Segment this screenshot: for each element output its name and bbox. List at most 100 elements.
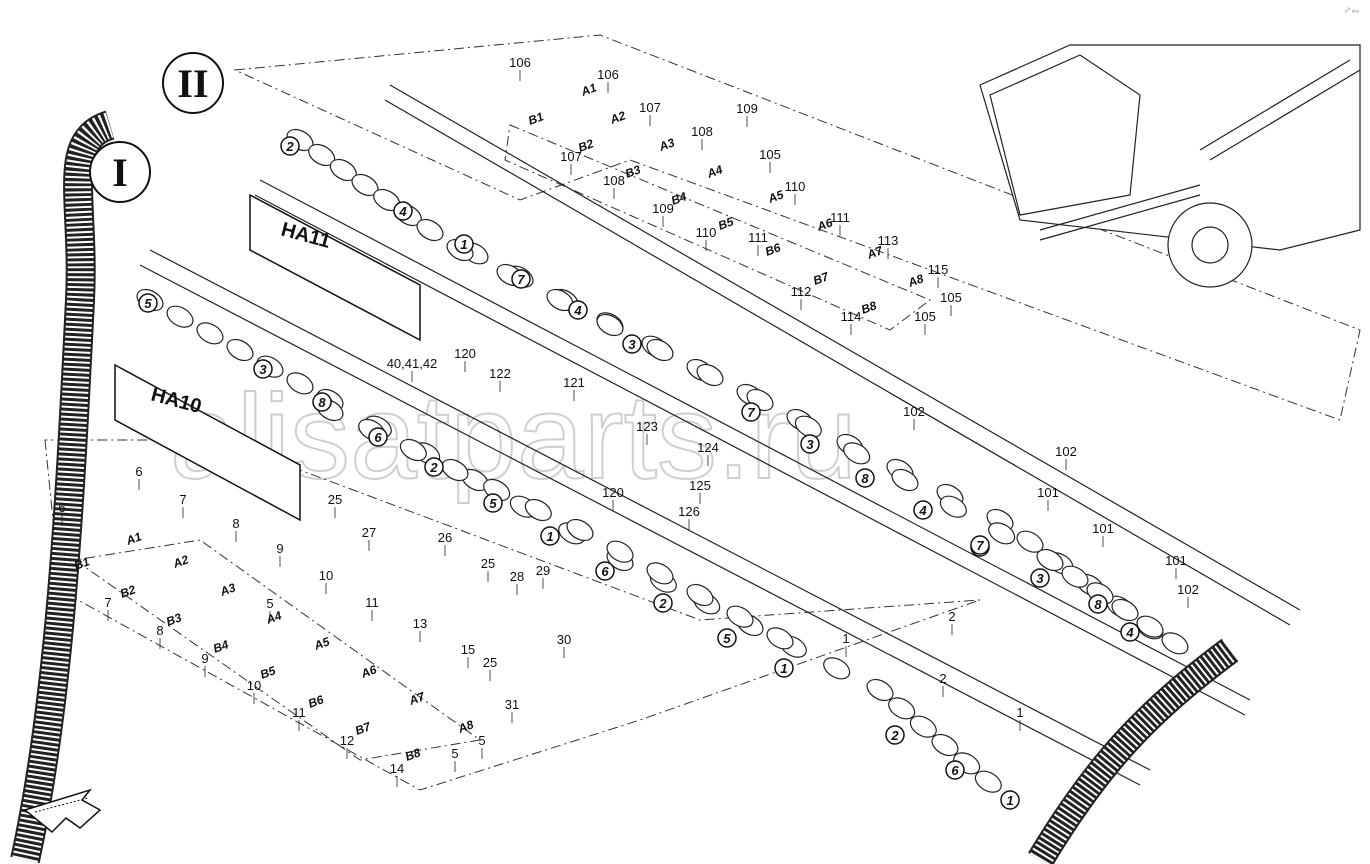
part-label: 25 xyxy=(481,556,495,571)
svg-text:3: 3 xyxy=(806,437,814,452)
svg-text:1: 1 xyxy=(546,529,553,544)
hose-fitting xyxy=(416,218,444,242)
hose-fitting xyxy=(726,605,754,628)
part-label: 115 xyxy=(928,262,949,277)
svg-text:1: 1 xyxy=(1006,793,1013,808)
part-label: 105 xyxy=(914,309,936,324)
part-label: 31 xyxy=(505,697,519,712)
part-label: 11 xyxy=(365,595,379,610)
part-label: 102 xyxy=(903,404,925,419)
part-label: 101 xyxy=(1037,485,1059,500)
part-label: 110 xyxy=(785,179,806,194)
hose-fitting xyxy=(891,468,919,492)
connector-label: A4 xyxy=(263,608,283,627)
connector-labels: A1A2A3A4A5A6A7A8B1B2B3B4B5B6B7B8A1A2A3A4… xyxy=(72,80,926,764)
part-label: 26 xyxy=(438,530,452,545)
part-label: 30 xyxy=(557,632,571,647)
circled-number: 7 xyxy=(970,535,990,555)
part-label: 124 xyxy=(697,440,719,455)
part-label: 107 xyxy=(560,149,582,164)
part-label: 14 xyxy=(390,761,404,776)
part-label: 109 xyxy=(652,201,674,216)
valve-block-ha11: HA11 xyxy=(249,193,421,342)
hose-fitting xyxy=(843,442,871,465)
part-label: 7 xyxy=(179,492,186,507)
circled-number: 2 xyxy=(280,136,300,156)
part-label: 110 xyxy=(696,225,717,240)
svg-text:4: 4 xyxy=(918,503,927,518)
svg-text:2: 2 xyxy=(658,596,667,611)
connector-label: B2 xyxy=(576,136,596,155)
part-label: 12 xyxy=(340,733,354,748)
connector-label: B4 xyxy=(669,189,689,208)
hose-fitting xyxy=(696,363,724,387)
connector-label: A3 xyxy=(217,580,237,599)
hose-fitting xyxy=(974,770,1002,793)
connector-label: A7 xyxy=(864,243,885,262)
hose-fitting xyxy=(646,562,674,585)
part-label: 112 xyxy=(791,284,812,299)
circled-number: 3 xyxy=(253,359,273,379)
connector-label: A2 xyxy=(170,552,190,571)
part-label: 121 xyxy=(563,375,585,390)
svg-text:5: 5 xyxy=(144,296,152,311)
circled-number: 6 xyxy=(368,427,388,447)
part-label: 105 xyxy=(759,147,781,162)
circled-number: 5 xyxy=(483,493,503,513)
hose-fitting xyxy=(646,338,674,362)
svg-text:2: 2 xyxy=(285,139,294,154)
connector-label: A6 xyxy=(814,215,834,234)
circled-number: 4 xyxy=(568,300,588,320)
part-label: 120 xyxy=(602,485,624,500)
part-label: 125 xyxy=(689,478,711,493)
circled-number: 6 xyxy=(945,760,965,780)
circled-number: 3 xyxy=(622,334,642,354)
hose-fitting xyxy=(226,338,254,362)
svg-text:6: 6 xyxy=(374,430,382,445)
upper-group-outline xyxy=(233,34,1361,421)
circled-number: 4 xyxy=(393,201,413,221)
part-label: 114 xyxy=(841,309,862,324)
connector-label: B5 xyxy=(716,214,736,233)
corner-mark: ₀⁰ ₀₀₀ xyxy=(1345,7,1360,14)
svg-text:4: 4 xyxy=(398,204,407,219)
part-label: 101 xyxy=(1092,521,1114,536)
svg-text:5: 5 xyxy=(723,631,731,646)
circled-number: 3 xyxy=(1030,568,1050,588)
valve-block-ha10: HA10 xyxy=(114,363,301,522)
part-labels: 1122555667788991010111112131415252525262… xyxy=(58,55,1199,787)
svg-text:4: 4 xyxy=(1125,625,1134,640)
connector-label: B2 xyxy=(118,582,138,601)
hose-fitting xyxy=(909,715,937,738)
part-label: 106 xyxy=(597,67,619,82)
svg-text:6: 6 xyxy=(951,763,959,778)
circled-number: 2 xyxy=(653,593,673,613)
marker-ii: II xyxy=(162,52,224,114)
hose-fitting xyxy=(606,540,634,563)
part-label: 6 xyxy=(58,500,65,515)
connector-label: B7 xyxy=(353,719,373,738)
part-label: 13 xyxy=(413,616,427,631)
connector-label: B8 xyxy=(859,298,879,317)
connector-label: B1 xyxy=(72,554,92,573)
circled-numbers: 12345678123456781234567812345 xyxy=(138,136,1140,810)
part-label: 9 xyxy=(201,651,208,666)
machine-thumbnail xyxy=(979,44,1361,288)
part-label: 109 xyxy=(736,101,758,116)
part-label: 10 xyxy=(247,678,261,693)
part-label: 102 xyxy=(1177,582,1199,597)
svg-text:6: 6 xyxy=(601,564,609,579)
circled-number: 1 xyxy=(774,658,794,678)
part-label: 126 xyxy=(678,504,700,519)
svg-text:3: 3 xyxy=(628,337,636,352)
connector-label: B4 xyxy=(211,637,231,656)
connector-label: A1 xyxy=(578,80,598,99)
part-label: 1 xyxy=(1016,705,1023,720)
connector-label: A5 xyxy=(765,187,785,206)
hose-fitting xyxy=(1161,632,1189,655)
svg-text:8: 8 xyxy=(1094,597,1102,612)
svg-text:II: II xyxy=(177,61,208,106)
connector-label: B3 xyxy=(623,162,643,181)
connector-label: B6 xyxy=(763,240,783,259)
